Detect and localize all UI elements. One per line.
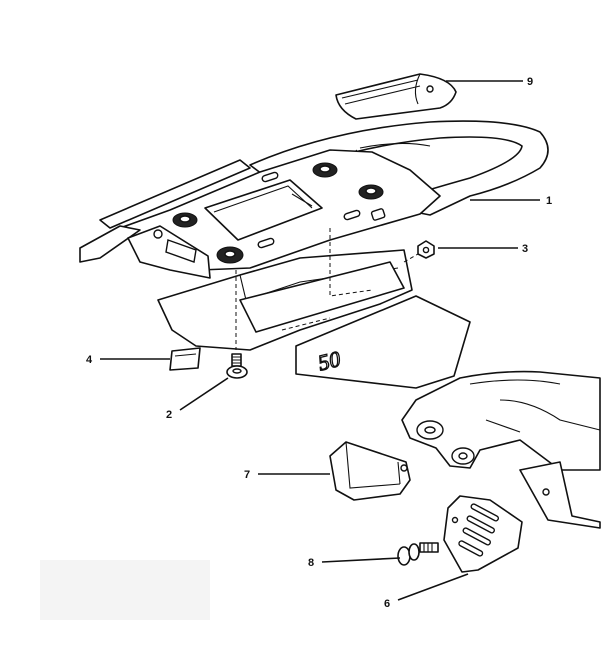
callout-9: 9 [527,76,533,88]
callout-2: 2 [166,409,172,421]
callout-8: 8 [308,557,314,569]
part-9-pad[interactable] [335,73,457,120]
vehicle-frame-section [401,370,601,529]
part-7-bracket[interactable] [329,441,411,501]
callout-6: 6 [384,598,390,610]
part-4-clip[interactable] [169,347,201,371]
callout-1: 1 [546,195,552,207]
alignment-guides [235,228,419,350]
part-8-bolt[interactable] [397,542,439,566]
callout-3: 3 [522,243,528,255]
part-6-vented-plate[interactable] [443,495,523,573]
callout-7: 7 [244,469,250,481]
part-2-screw[interactable] [226,353,248,379]
leader-lines [100,80,540,601]
license-plate[interactable]: 50 [295,295,471,389]
callout-4: 4 [86,354,93,366]
part-3-nut[interactable] [417,240,435,259]
part-1-rear-frame[interactable] [79,120,549,351]
scan-smudge [40,560,210,620]
